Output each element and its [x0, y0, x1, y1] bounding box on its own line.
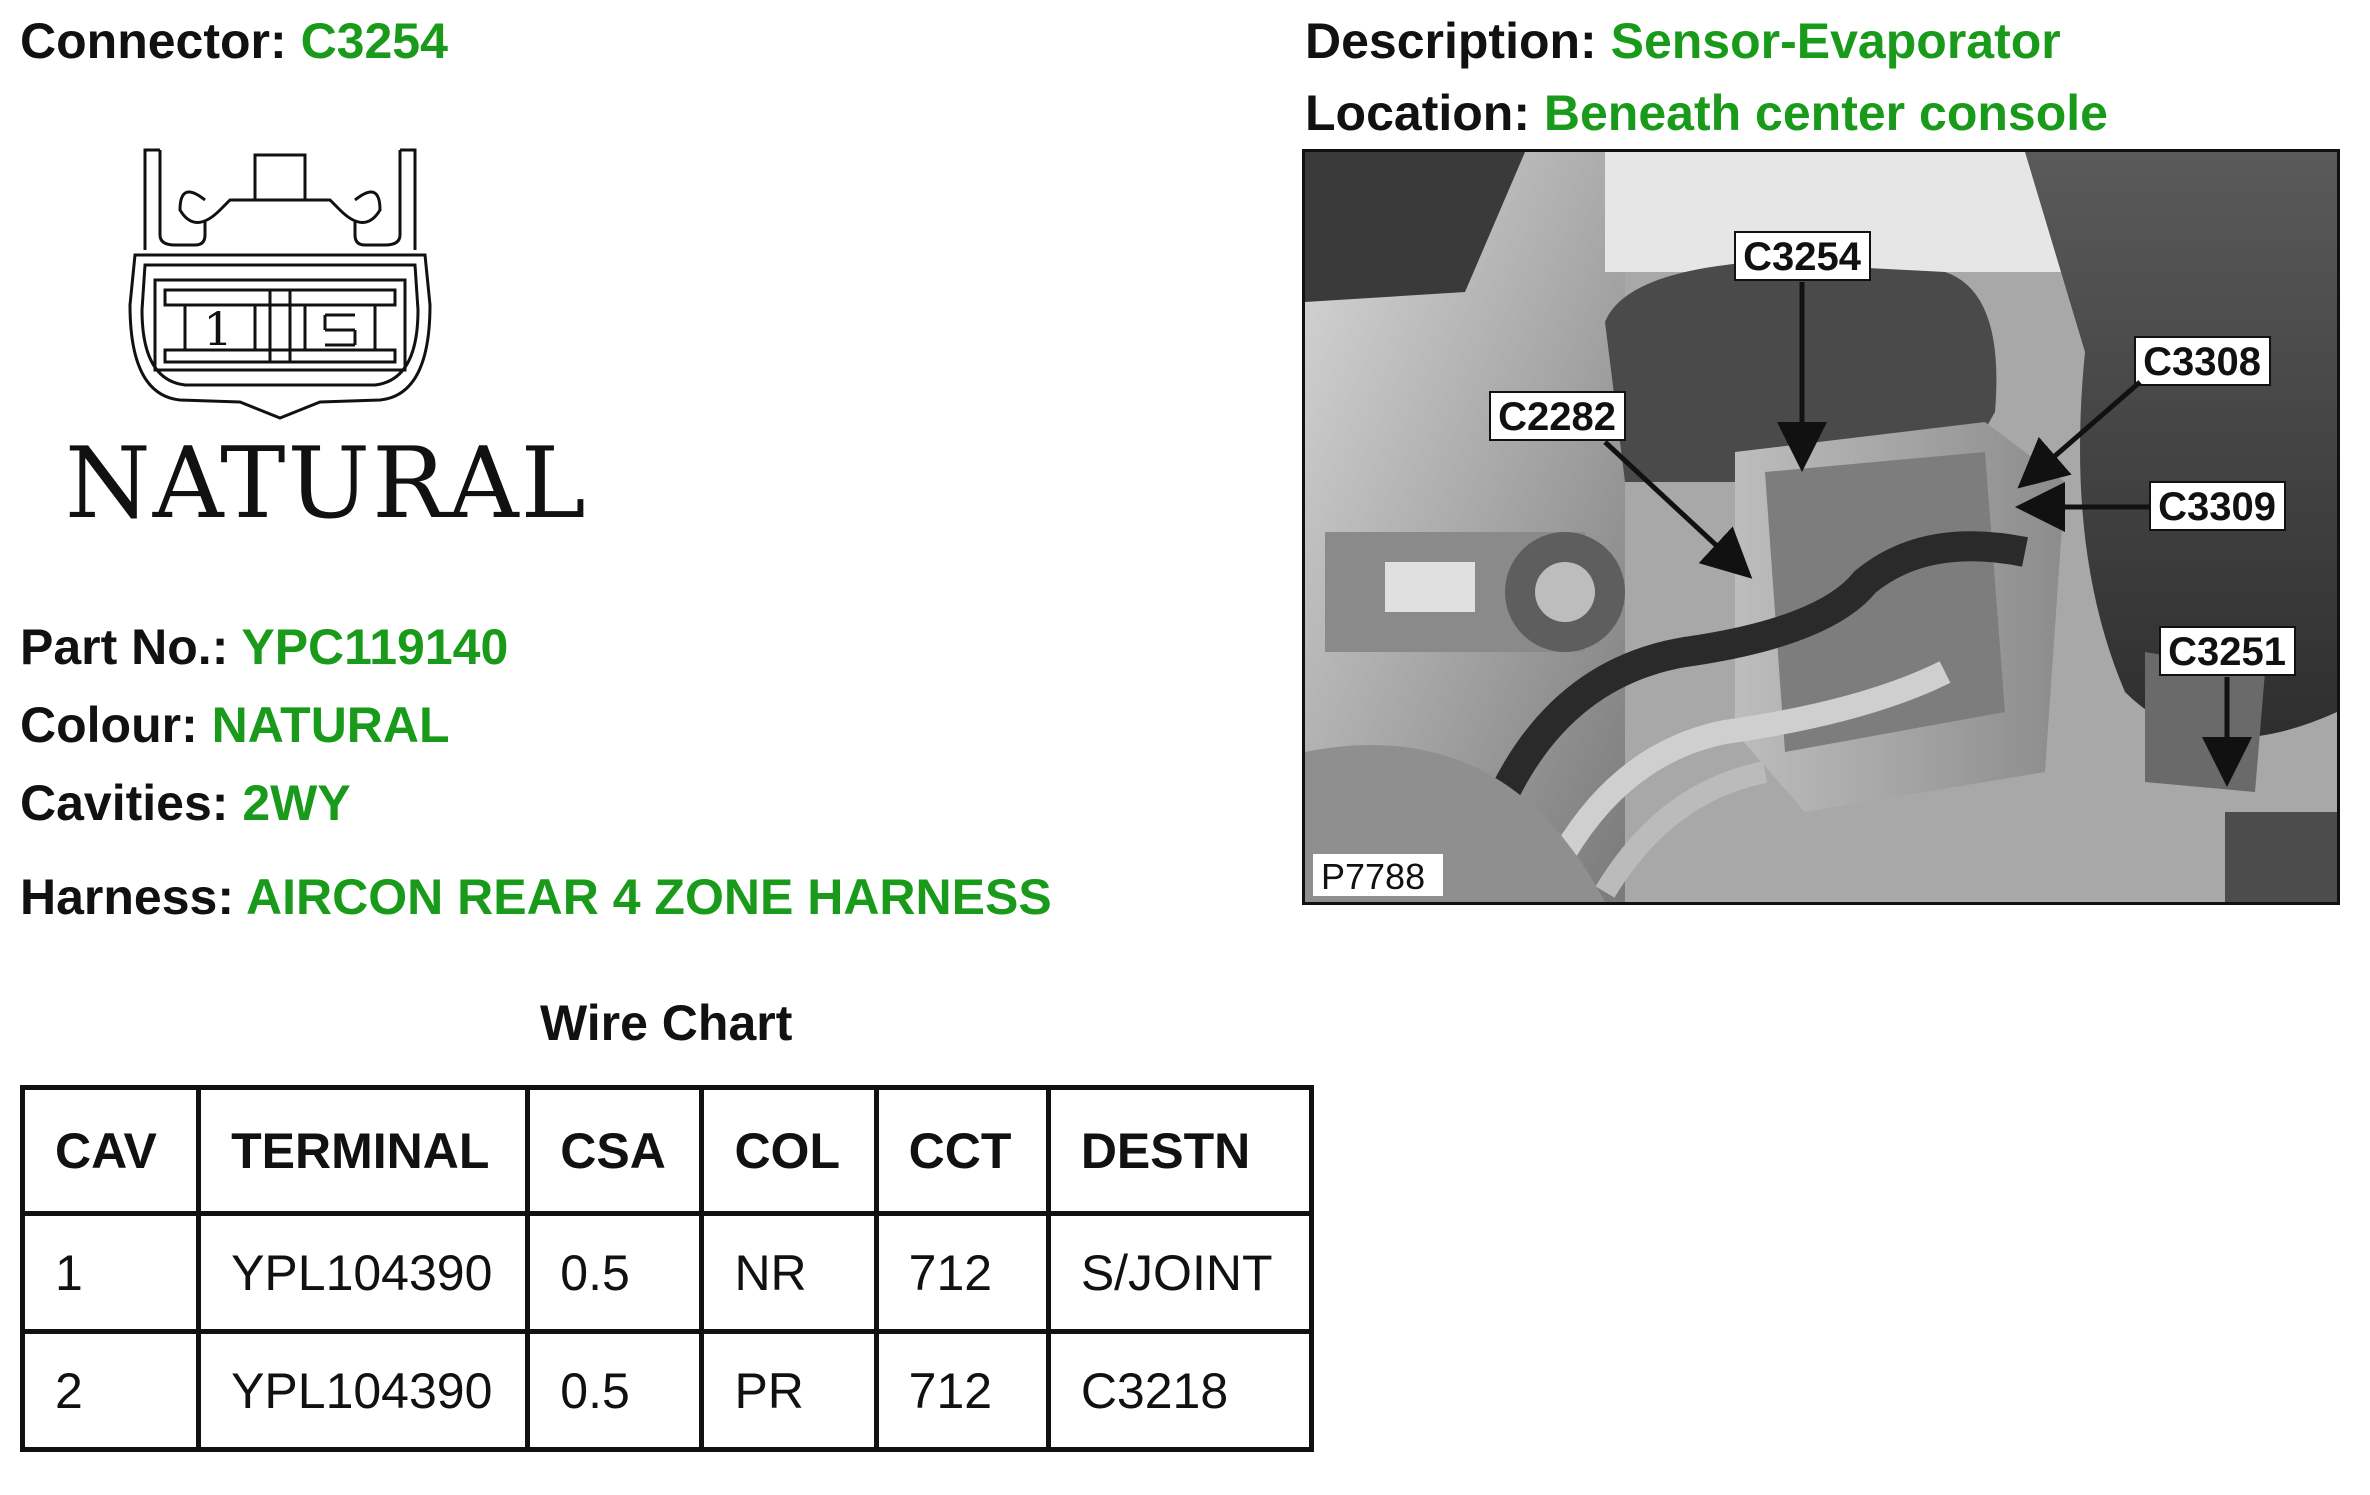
callout-label: C3309: [2158, 485, 2276, 529]
table-cell: YPL104390: [196, 1211, 531, 1334]
table-cell: 0.5: [525, 1211, 705, 1334]
column-header: DESTN: [1045, 1085, 1315, 1216]
table-cell: YPL104390: [196, 1329, 531, 1452]
table-cell: C3218: [1045, 1329, 1315, 1452]
part-no-field: Part No.: YPC119140: [20, 622, 508, 672]
cavities-label: Cavities:: [20, 775, 229, 831]
cavities-value: 2WY: [242, 775, 351, 831]
column-header: COL: [699, 1085, 879, 1216]
table-cell: NR: [699, 1211, 879, 1334]
photo-callout-c2282: C2282: [1489, 391, 1753, 579]
colour-value: NATURAL: [211, 697, 450, 753]
table-cell: 712: [873, 1211, 1051, 1334]
callout-label: C2282: [1498, 395, 1616, 439]
location-value: Beneath center console: [1543, 85, 2108, 141]
harness-field: Harness: AIRCON REAR 4 ZONE HARNESS: [20, 872, 1052, 922]
connector-colour-caption: NATURAL: [65, 427, 588, 541]
table-row: 1 YPL104390 0.5 NR 712 S/JOINT: [19, 1211, 1315, 1334]
cavity-number-label: 1: [203, 302, 232, 356]
wire-chart-table: CAV TERMINAL CSA COL CCT DESTN 1 YPL1043…: [19, 1085, 1315, 1452]
table-cell: 0.5: [525, 1329, 705, 1452]
description-label: Description:: [1305, 13, 1597, 69]
table-cell: 2: [19, 1329, 202, 1452]
photo-callout-c3308: C3308: [2017, 336, 2271, 489]
connector-label: Connector:: [20, 13, 287, 69]
connector-field: Connector: C3254: [20, 16, 448, 66]
colour-field: Colour: NATURAL: [20, 700, 450, 750]
description-value: Sensor-Evaporator: [1610, 13, 2061, 69]
part-no-value: YPC119140: [241, 619, 509, 675]
column-header: TERMINAL: [196, 1085, 531, 1216]
connector-location-photo: C3254 C2282 C3308 C3309 C3251 P7788: [1302, 149, 2340, 905]
table-cell: PR: [699, 1329, 879, 1452]
connector-value: C3254: [300, 13, 448, 69]
harness-value: AIRCON REAR 4 ZONE HARNESS: [246, 869, 1052, 925]
cavities-field: Cavities: 2WY: [20, 778, 351, 828]
table-row: 2 YPL104390 0.5 PR 712 C3218: [19, 1329, 1315, 1452]
photo-callout-c3254: C3254: [1734, 231, 1871, 472]
table-cell: 712: [873, 1329, 1051, 1452]
colour-label: Colour:: [20, 697, 198, 753]
column-header: CAV: [19, 1085, 202, 1216]
table-header-row: CAV TERMINAL CSA COL CCT DESTN: [19, 1085, 1315, 1216]
callout-label: C3308: [2143, 340, 2261, 384]
connector-face-drawing: 1: [120, 140, 440, 440]
figure-id: P7788: [1321, 856, 1425, 897]
photo-callout-c3251: C3251: [2159, 626, 2296, 787]
harness-label: Harness:: [20, 869, 234, 925]
column-header: CCT: [873, 1085, 1051, 1216]
location-field: Location: Beneath center console: [1305, 88, 2108, 138]
description-field: Description: Sensor-Evaporator: [1305, 16, 2061, 66]
photo-callout-c3309: C3309: [2015, 481, 2286, 532]
callout-label: C3251: [2168, 630, 2286, 674]
part-no-label: Part No.:: [20, 619, 229, 675]
location-label: Location:: [1305, 85, 1530, 141]
column-header: CSA: [525, 1085, 705, 1216]
table-cell: S/JOINT: [1045, 1211, 1315, 1334]
table-cell: 1: [19, 1211, 202, 1334]
callout-label: C3254: [1743, 235, 1862, 279]
wire-chart-title: Wire Chart: [540, 995, 793, 1051]
